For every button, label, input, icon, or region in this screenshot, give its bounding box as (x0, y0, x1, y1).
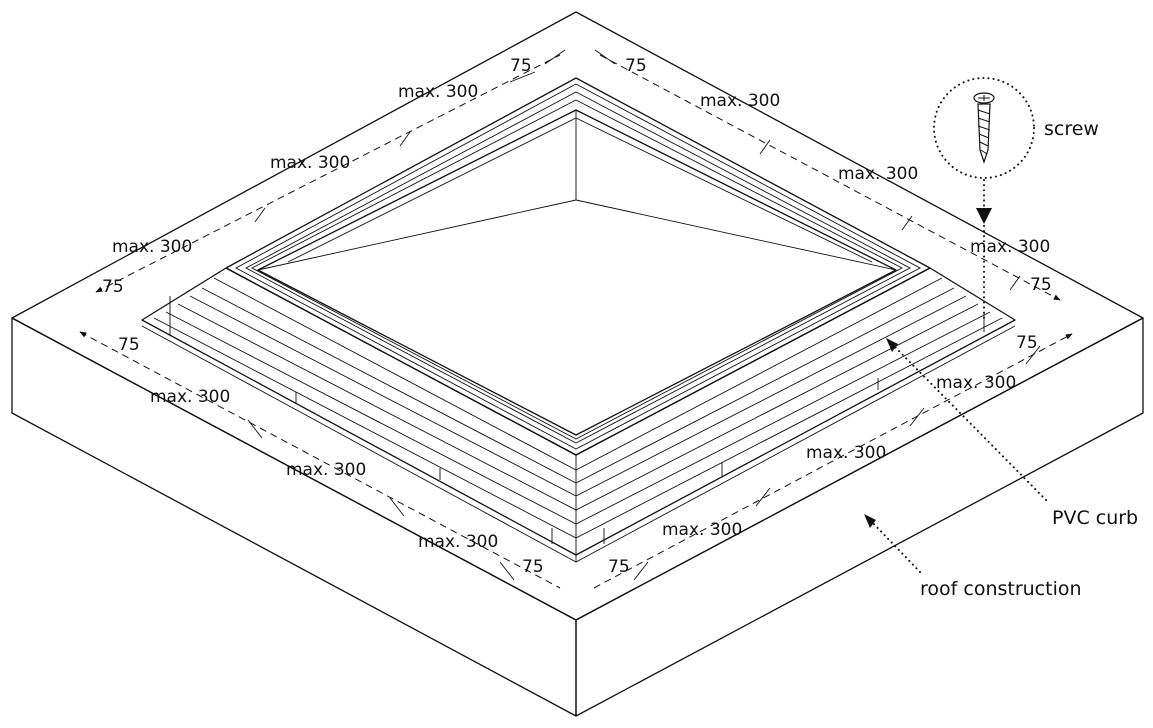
curb-callout: PVC curb (886, 338, 1138, 529)
dim-75-top-left: 75 (510, 56, 532, 76)
dim-300-ll-2: max. 300 (286, 460, 366, 480)
dim-300-lr-2: max. 300 (806, 443, 886, 463)
pvc-curb-flange (141, 267, 1016, 563)
dim-300-ul-1: max. 300 (398, 82, 478, 102)
dim-75-right-bottom: 75 (1016, 333, 1038, 353)
dim-75-left-bottom: 75 (118, 335, 140, 355)
dim-300-lr-1: max. 300 (662, 520, 742, 540)
roof-callout: roof construction (864, 514, 1082, 600)
dim-75-bottom-left: 75 (522, 557, 544, 577)
screw-callout: screw (933, 77, 1099, 321)
arrowhead-icon (864, 514, 876, 528)
dim-75-left-top: 75 (102, 277, 124, 297)
curb-top-frame (225, 77, 931, 456)
dim-75-top-right: 75 (625, 56, 647, 76)
screw-icon (973, 92, 995, 164)
dim-300-ur-2: max. 300 (838, 164, 918, 184)
dim-300-ul-2: max. 300 (270, 153, 350, 173)
screw-label: screw (1044, 118, 1099, 140)
dim-300-ll-3: max. 300 (418, 532, 498, 552)
dimension-labels: 75 75 max. 300 max. 300 max. 300 75 75 m… (102, 56, 1052, 577)
dim-300-ur-3: max. 300 (970, 237, 1050, 257)
dimension-lines (79, 49, 1073, 589)
dim-300-lr-3: max. 300 (936, 373, 1016, 393)
arrowhead-icon (976, 208, 992, 224)
dim-300-ul-3: max. 300 (112, 237, 192, 257)
roof-label: roof construction (920, 578, 1082, 600)
dim-300-ur-1: max. 300 (700, 91, 780, 111)
dim-75-bottom-right: 75 (608, 557, 630, 577)
curb-opening (257, 109, 897, 436)
curb-label: PVC curb (1052, 507, 1138, 529)
dim-75-right-top: 75 (1030, 275, 1052, 295)
dim-300-ll-1: max. 300 (150, 387, 230, 407)
arrowhead-icon (886, 338, 898, 352)
roof-slab (11, 11, 1144, 717)
screw-positions (169, 296, 985, 544)
